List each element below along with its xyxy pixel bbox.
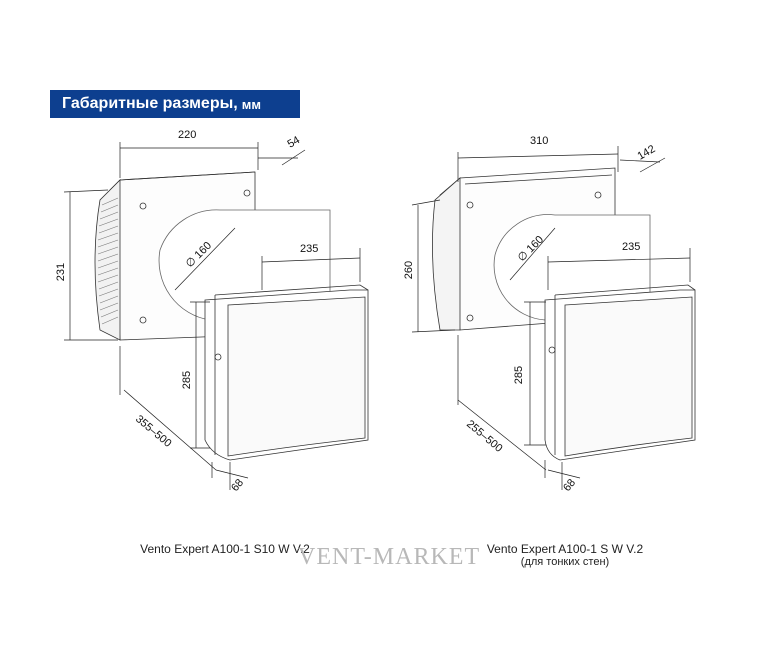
section-title-unit: мм (241, 96, 261, 112)
right-dim-panel-width: 235 (622, 241, 640, 253)
left-model-drawing (63, 142, 369, 490)
left-dim-depth-top: 54 (286, 134, 303, 151)
right-model-subcaption: (для тонких стен) (520, 556, 610, 568)
left-dim-width-top: 220 (178, 129, 196, 141)
right-dim-height: 260 (403, 261, 415, 279)
right-model-name: Vento Expert A100-1 S W V.2 (486, 542, 644, 556)
left-grille-slats (97, 197, 119, 325)
left-dim-panel-width: 235 (300, 243, 318, 255)
section-title-bar: Габаритные размеры, мм (50, 90, 300, 118)
left-grille (94, 179, 121, 341)
left-dim-panel-height: 285 (181, 371, 193, 389)
section-title: Габаритные размеры, (62, 95, 238, 112)
left-dim-height: 231 (55, 263, 67, 281)
right-dim-width-top: 310 (530, 135, 548, 147)
left-model-name: Vento Expert A100-1 S10 W V.2 (140, 542, 310, 556)
right-model-caption: Vento Expert A100-1 S W V.2 (для тонких … (470, 542, 660, 568)
left-dim-panel-depth: 68 (229, 477, 246, 494)
right-dim-wall-range: 255–500 (464, 418, 505, 455)
watermark: VENT-MARKET (298, 544, 481, 570)
right-dim-panel-height: 285 (513, 366, 525, 384)
right-dim-depth-top: 142 (636, 143, 658, 163)
right-model-drawing (411, 146, 696, 490)
left-dim-wall-range: 355–500 (133, 413, 174, 450)
left-model-caption: Vento Expert A100-1 S10 W V.2 (130, 542, 320, 556)
right-dim-panel-depth: 68 (561, 477, 578, 494)
